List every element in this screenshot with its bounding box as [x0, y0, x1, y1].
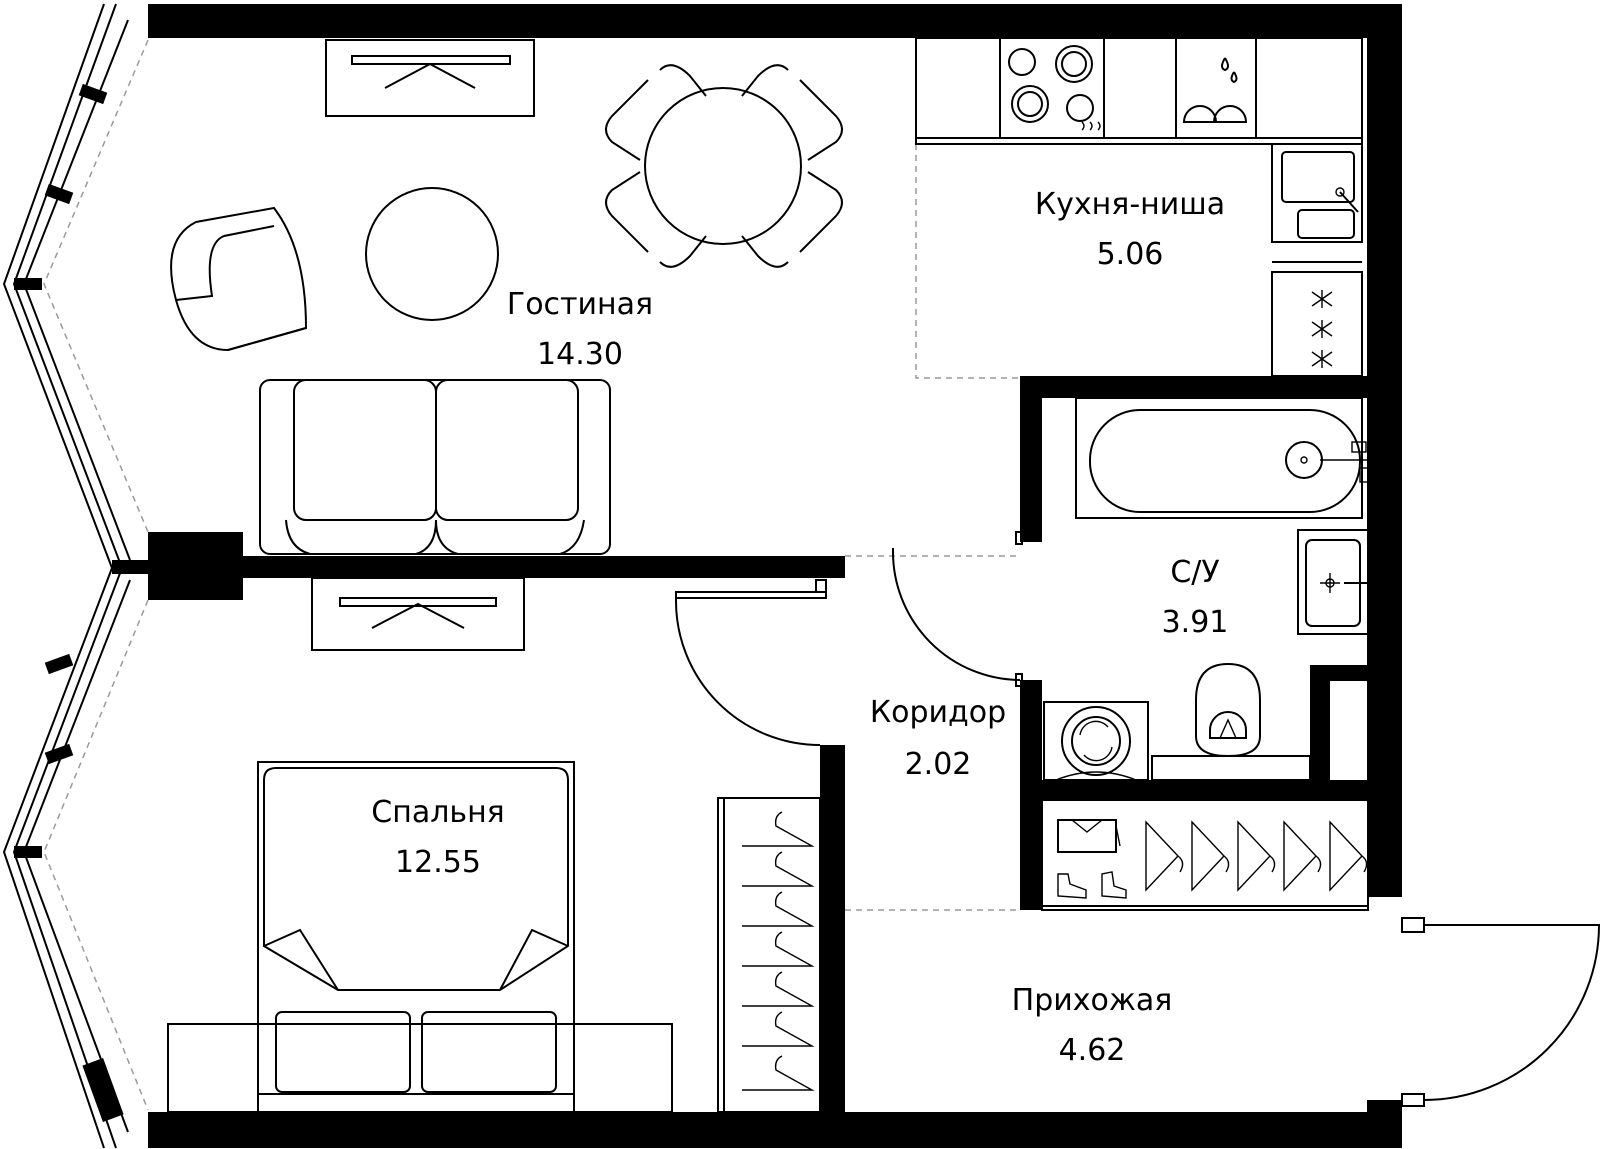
tv-stand-icon: [311, 577, 525, 651]
hanger-icon: [1145, 820, 1368, 892]
sink-icon: [1271, 143, 1363, 243]
room-area: 14.30: [537, 337, 623, 372]
walls: [148, 4, 1402, 1148]
dishwasher-icon: [1175, 37, 1257, 139]
hanger-icon: [742, 811, 815, 1091]
coffee-table-icon: [365, 187, 499, 321]
cooktop-icon: [1271, 261, 1363, 377]
room-name: Прихожая: [1012, 983, 1173, 1018]
sofa-icon: [259, 379, 611, 555]
room-area: 5.06: [1097, 237, 1164, 272]
room-name: Гостиная: [507, 287, 653, 322]
washing-machine-icon: [1043, 701, 1149, 781]
room-area: 12.55: [395, 845, 481, 880]
bathtub-icon: [1075, 397, 1369, 519]
dining-table-icon: [644, 87, 802, 245]
room-name: Спальня: [371, 795, 504, 830]
chair-icon: [605, 64, 843, 268]
zone-dividers: [845, 144, 1020, 911]
room-kitchen: Кухня-ниша 5.06: [1035, 187, 1225, 272]
room-name: Коридор: [870, 695, 1006, 730]
room-area: 4.62: [1059, 1033, 1126, 1068]
bed-icon: [167, 761, 673, 1113]
tv-stand-icon: [325, 39, 535, 117]
room-area: 2.02: [905, 747, 972, 782]
room-bedroom: Спальня 12.55: [371, 795, 504, 880]
room-bathroom: С/У 3.91: [1162, 555, 1229, 640]
armchair-icon: [170, 206, 308, 352]
toilet-icon: [1151, 662, 1311, 781]
room-corridor: Коридор 2.02: [870, 695, 1006, 782]
windows: [2, 3, 149, 1149]
room-area: 3.91: [1162, 605, 1229, 640]
door-swing-icon: [674, 531, 1600, 1107]
room-living: Гостиная 14.30: [507, 287, 653, 372]
wardrobe-icon: [1041, 799, 1369, 911]
stove-icon: [915, 37, 1363, 145]
room-hallway: Прихожая 4.62: [1012, 983, 1173, 1068]
shoes-icon: [1057, 871, 1127, 899]
wardrobe-icon: [717, 797, 821, 1113]
washbasin-icon: [1297, 529, 1369, 635]
room-name: С/У: [1170, 555, 1219, 590]
room-name: Кухня-ниша: [1035, 187, 1225, 222]
